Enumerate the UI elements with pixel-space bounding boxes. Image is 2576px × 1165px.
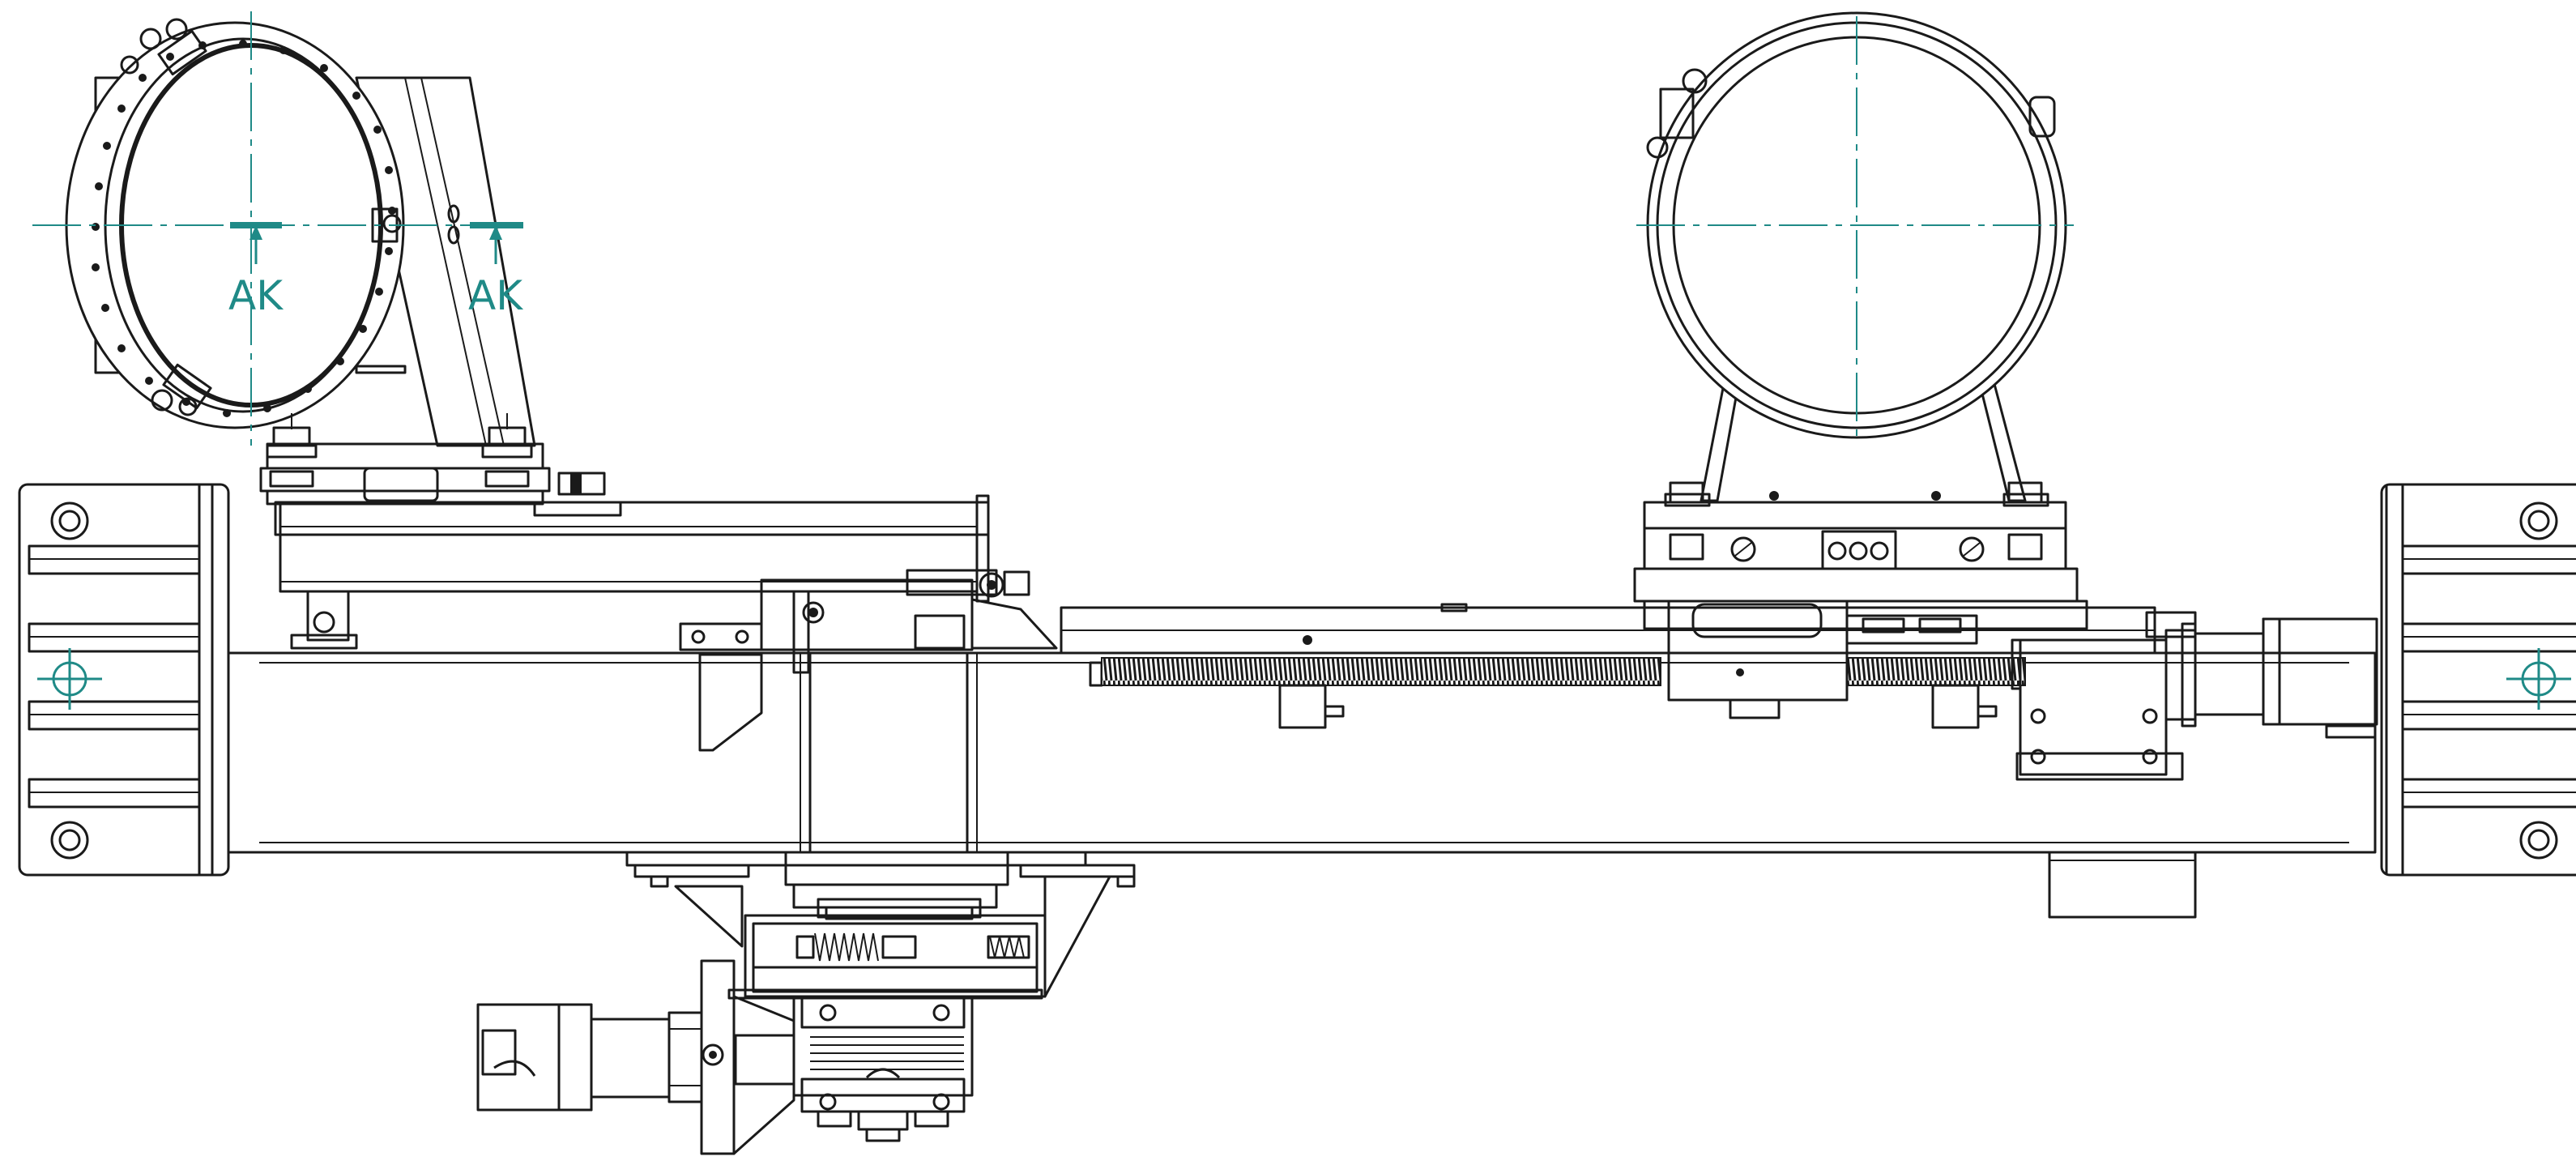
left-end-flange — [18, 483, 230, 877]
right-cylinder-centerlines — [1636, 16, 2074, 437]
lower-gearbox — [625, 851, 1136, 1155]
section-label-right: AK — [468, 272, 523, 319]
lower-motor — [476, 1003, 703, 1112]
left-bracket — [274, 494, 990, 650]
section-marker-right: AK — [468, 222, 523, 319]
center-coupler — [679, 569, 1058, 752]
right-end-flange — [2380, 483, 2576, 877]
lead-screw — [1060, 603, 2156, 729]
left-ring-assembly — [65, 18, 606, 506]
right-cylinder-assembly — [1633, 11, 2088, 719]
section-marker-left: AK — [228, 222, 284, 319]
section-label-left: AK — [228, 272, 284, 319]
spring — [795, 932, 1030, 962]
right-motor — [2011, 611, 2378, 919]
